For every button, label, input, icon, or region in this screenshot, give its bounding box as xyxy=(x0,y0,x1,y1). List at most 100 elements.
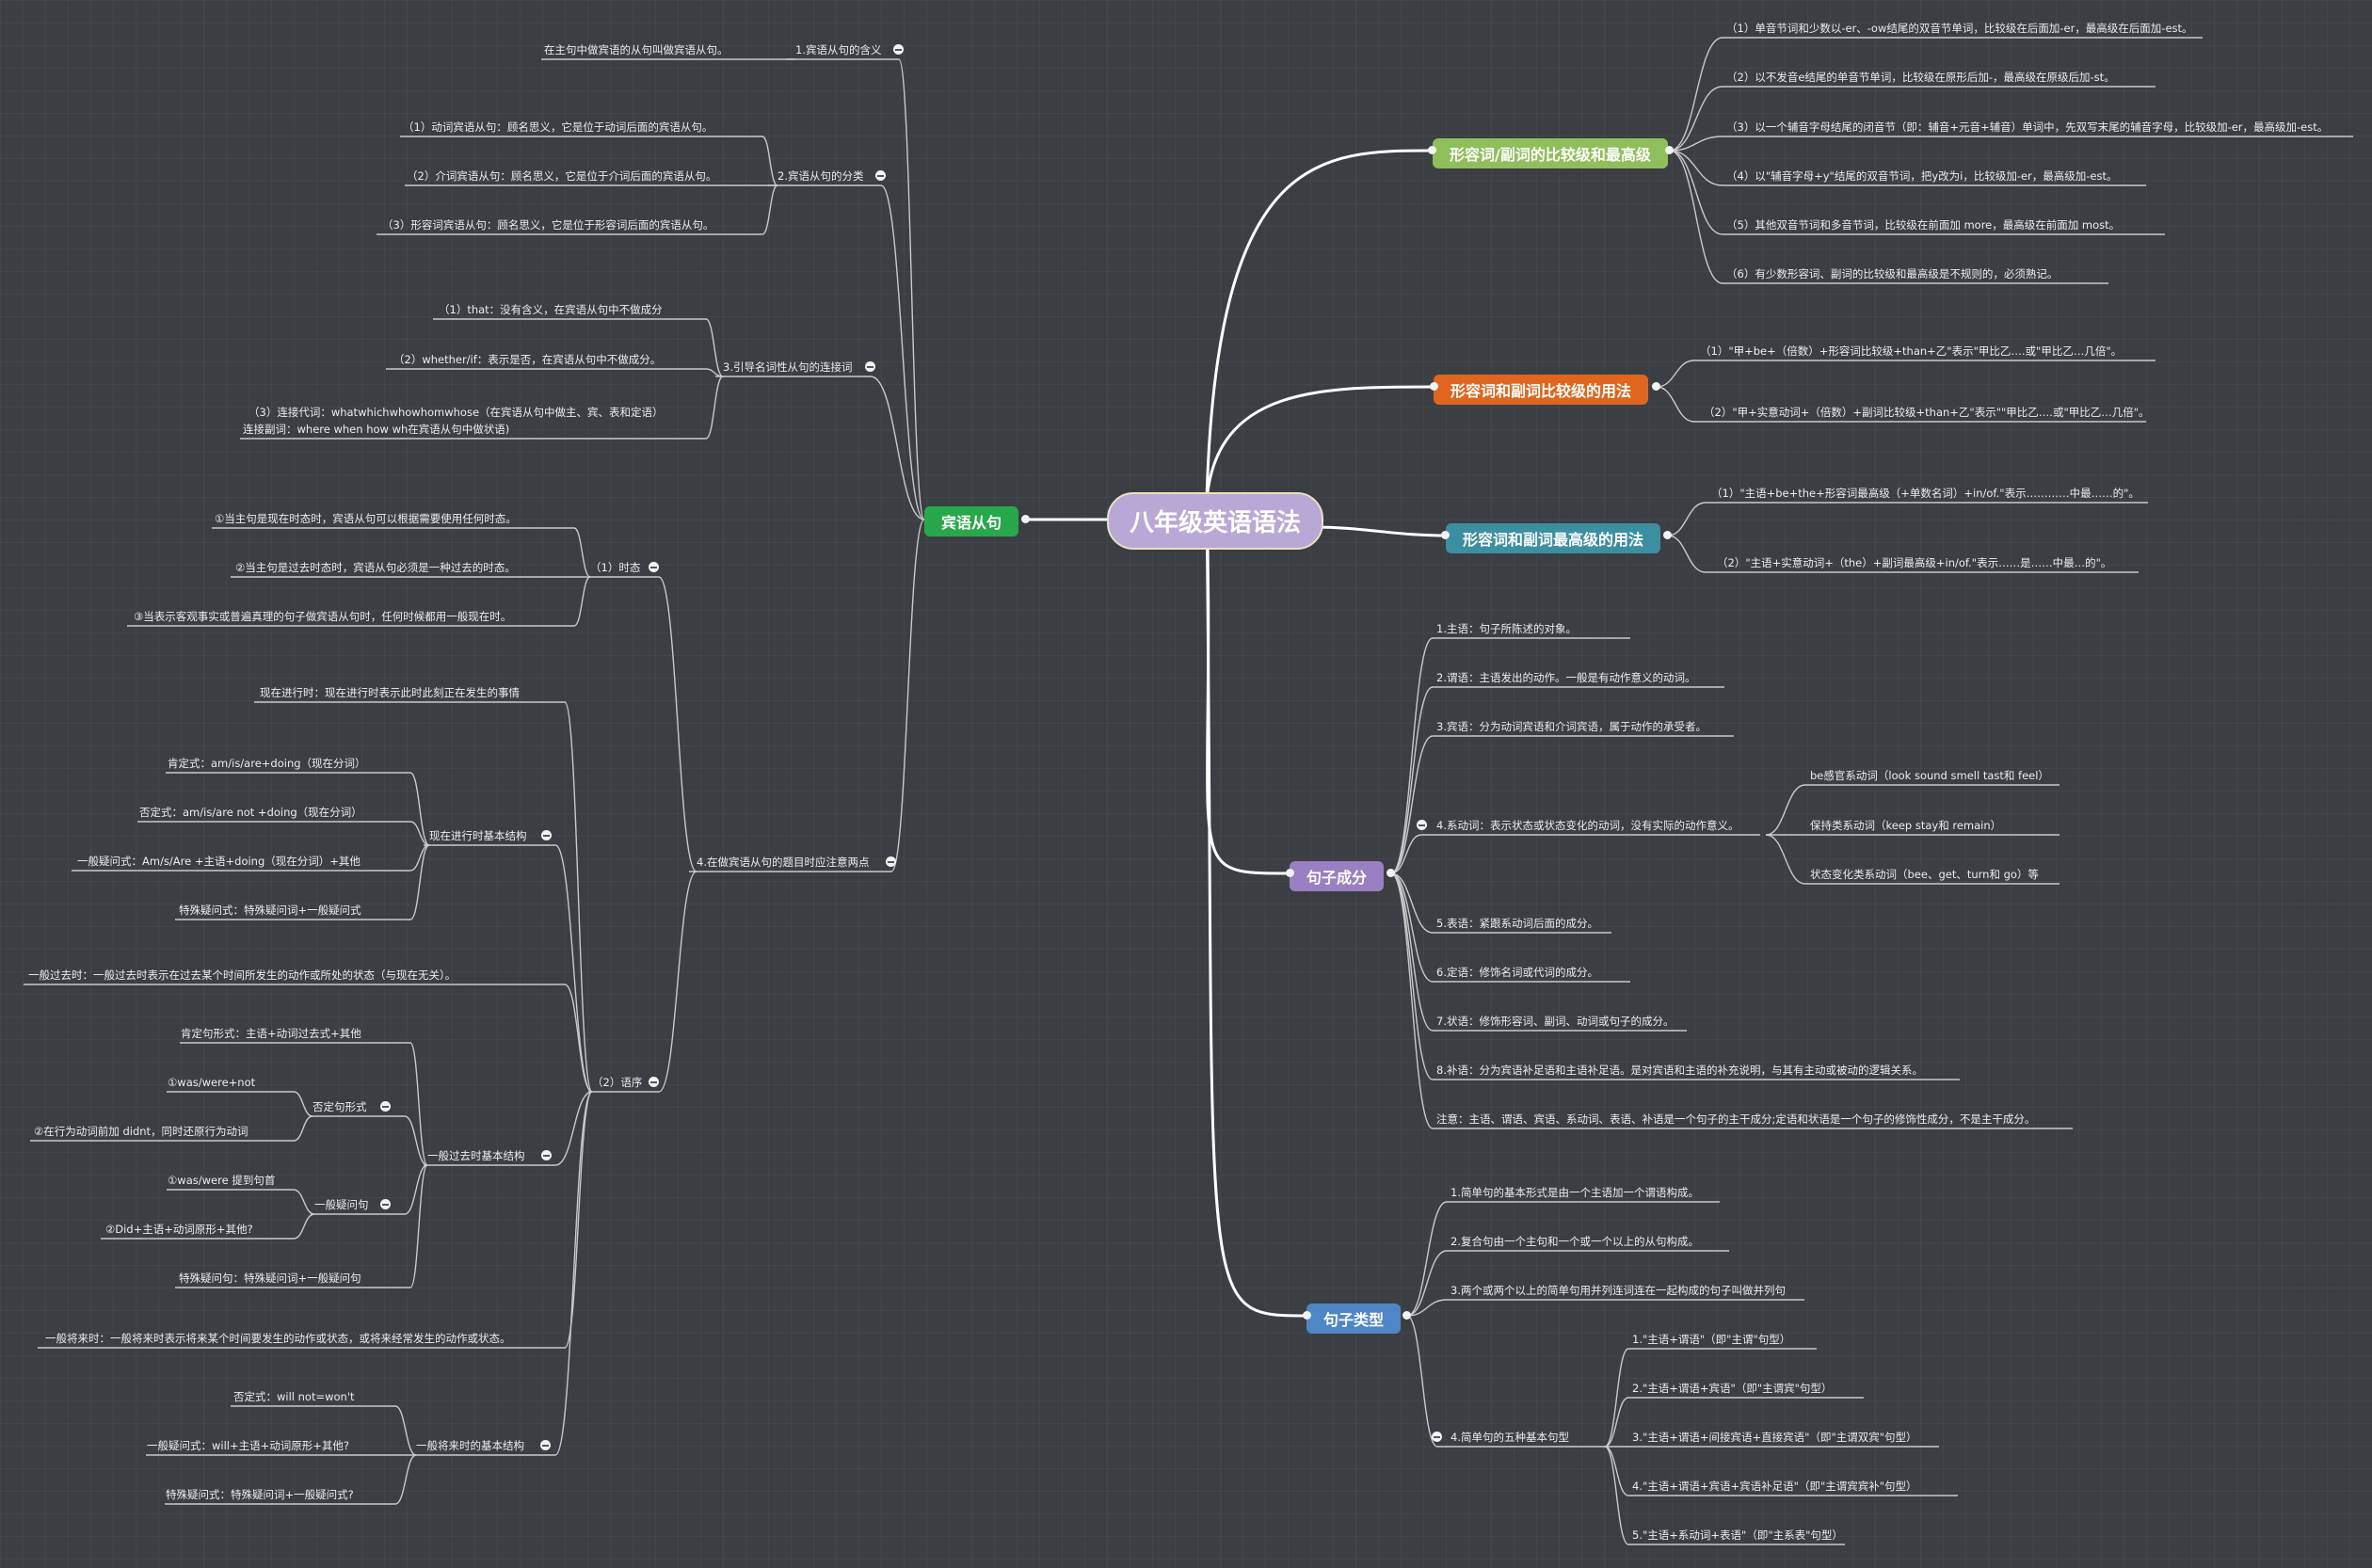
collapse-toggle-icon[interactable] xyxy=(1432,1432,1442,1442)
pp-structure-title[interactable]: 现在进行时基本结构 xyxy=(429,829,527,842)
link-tense-0 xyxy=(212,527,591,578)
oc-class-adj[interactable]: （3）形容词宾语从句：顾名思义，它是位于形容词后面的宾语从句。 xyxy=(382,218,714,232)
ps-structure-title[interactable]: 一般过去时基本结构 xyxy=(427,1149,525,1162)
type-complex[interactable]: 2.复合句由一个主句和一个或一个以上的从句构成。 xyxy=(1450,1235,1699,1248)
root-topic[interactable]: 八年级英语语法 xyxy=(1107,492,1324,550)
oc-conj-whether[interactable]: （2）whether/if：表示是否，在宾语从句中不做成分。 xyxy=(393,353,662,366)
ps-negative-2[interactable]: ②在行为动词前加 didnt，同时还原行为动词 xyxy=(34,1125,248,1138)
component-object[interactable]: 3.宾语：分为动词宾语和介词宾语，属于动作的承受者。 xyxy=(1436,720,1707,733)
oc-conj-pronoun[interactable]: （3）连接代词：whatwhichwhowhomwhose（在宾语从句中做主、宾… xyxy=(248,406,664,419)
component-predicative[interactable]: 5.表语：紧跟系动词后面的成分。 xyxy=(1436,917,1598,930)
branch-comparative[interactable]: 形容词/副词的比较级和最高级 xyxy=(1433,138,1668,168)
oc-meaning-title[interactable]: 1.宾语从句的含义 xyxy=(795,43,882,56)
collapse-toggle-icon[interactable] xyxy=(886,856,896,867)
collapse-toggle-icon[interactable] xyxy=(875,170,886,181)
ps-affirmative[interactable]: 肯定句形式：主语+动词过去式+其他 xyxy=(181,1027,361,1040)
pattern-3[interactable]: 3."主语+谓语+间接宾语+直接宾语"（即"主谓双宾"句型） xyxy=(1632,1431,1917,1444)
component-predicate[interactable]: 2.谓语：主语发出的动作。一般是有动作意义的动词。 xyxy=(1436,671,1696,684)
pp-affirmative[interactable]: 肯定式：am/is/are+doing（现在分词） xyxy=(168,757,366,770)
linking-verb-sense[interactable]: be感官系动词（look sound smell tast和 feel） xyxy=(1810,769,2049,782)
fs-structure-title[interactable]: 一般将来时的基本结构 xyxy=(416,1439,524,1452)
oc-conj-adverb[interactable]: 连接副词：where when how wh在宾语从句中做状语) xyxy=(243,423,510,436)
fs-definition[interactable]: 一般将来时：一般将来时表示将来某个时间要发生的动作或状态，或将来经常发生的动作或… xyxy=(45,1332,511,1345)
pattern-1[interactable]: 1."主语+谓语"（即"主谓"句型） xyxy=(1632,1333,1791,1346)
oc-order-title[interactable]: （2）语序 xyxy=(592,1076,643,1089)
link-notes-tense xyxy=(588,576,697,872)
ps-question-title[interactable]: 一般疑问句 xyxy=(314,1198,369,1211)
ps-special[interactable]: 特殊疑问句：特殊疑问词+一般疑问句 xyxy=(179,1272,361,1285)
type-five-patterns[interactable]: 4.简单句的五种基本句型 xyxy=(1450,1431,1569,1444)
pattern-2[interactable]: 2."主语+谓语+宾语"（即"主谓宾"句型） xyxy=(1632,1382,1833,1395)
type-simple[interactable]: 1.简单句的基本形式是由一个主语加一个谓语构成。 xyxy=(1450,1186,1699,1199)
fs-general-question[interactable]: 一般疑问式：will+主语+动词原形+其他? xyxy=(147,1439,349,1452)
branch-object-clause[interactable]: 宾语从句 xyxy=(924,506,1019,536)
collapse-toggle-icon[interactable] xyxy=(1417,820,1427,830)
link-pp-0 xyxy=(166,772,430,846)
oc-class-title[interactable]: 2.宾语从句的分类 xyxy=(777,169,864,183)
comparative-rule-3[interactable]: （3）以一个辅音字母结尾的闭音节（即：辅音+元音+辅音）单词中，先双写末尾的辅音… xyxy=(1726,120,2329,134)
link-type-1 xyxy=(1406,1250,1729,1317)
component-note[interactable]: 注意：主语、谓语、宾语、系动词、表语、补语是一个句子的主干成分;定语和状语是一个… xyxy=(1436,1112,2036,1126)
comparative-rule-4[interactable]: （4）以"辅音字母+y"结尾的双音节词，把y改为i，比较级加-er，最高级加-e… xyxy=(1726,169,2118,183)
linking-verb-keep[interactable]: 保持类系动词（keep stay和 remain） xyxy=(1810,819,2002,832)
ps-definition[interactable]: 一般过去时：一般过去时表示在过去某个时间所发生的动作或所处的状态（与现在无关）。 xyxy=(28,968,457,982)
collapse-toggle-icon[interactable] xyxy=(541,830,552,840)
comparative-rule-5[interactable]: （5）其他双音节词和多音节词，比较级在前面加 more，最高级在前面加 most… xyxy=(1726,218,2121,232)
pp-special-question[interactable]: 特殊疑问式：特殊疑问词+一般疑问式 xyxy=(179,904,361,917)
comparative-rule-2[interactable]: （2）以不发音e结尾的单音节单词，比较级在原形后加-，最高级在原级后加-st。 xyxy=(1726,71,2115,84)
oc-tense-past[interactable]: ②当主句是过去时态时，宾语从句必须是一种过去的时态。 xyxy=(235,561,516,574)
pp-general-question[interactable]: 一般疑问式：Am/s/Are +主语+doing（现在分词）+其他 xyxy=(77,855,361,868)
collapse-toggle-icon[interactable] xyxy=(865,361,875,372)
comparative-rule-1[interactable]: （1）单音节词和少数以-er、-ow结尾的双音节单词，比较级在后面加-er，最高… xyxy=(1726,22,2193,35)
oc-class-verb[interactable]: （1）动词宾语从句：顾名思义，它是位于动词后面的宾语从句。 xyxy=(403,120,713,134)
branch-superlative-usage[interactable]: 形容词和副词最高级的用法 xyxy=(1446,523,1661,553)
collapse-toggle-icon[interactable] xyxy=(380,1199,391,1209)
comparative-usage-2[interactable]: （2）"甲+实意动词+（倍数）+副词比较级+than+乙"表示""甲比乙….或"… xyxy=(1704,406,2150,419)
ps-negative-1[interactable]: ①was/were+not xyxy=(168,1076,256,1089)
oc-tense-truth[interactable]: ③当表示客观事实或普遍真理的句子做宾语从句时，任何时候都用一般现在时。 xyxy=(134,610,512,623)
oc-tense-present[interactable]: ①当主句是现在时态时，宾语从句可以根据需要使用任何时态。 xyxy=(215,512,517,525)
collapse-toggle-icon[interactable] xyxy=(649,562,659,572)
collapse-toggle-icon[interactable] xyxy=(541,1150,552,1160)
component-subject[interactable]: 1.主语：句子所陈述的对象。 xyxy=(1436,622,1577,635)
linking-verb-change[interactable]: 状态变化类系动词（bee、get、turn和 go）等 xyxy=(1810,868,2039,881)
branch-sentence-types[interactable]: 句子类型 xyxy=(1306,1304,1402,1334)
link-oc-conj-0 xyxy=(433,318,724,377)
link-oc-class-2 xyxy=(377,184,778,235)
ps-negative-title[interactable]: 否定句形式 xyxy=(313,1100,367,1113)
component-adverbial[interactable]: 7.状语：修饰形容词、副词、动词或句子的成分。 xyxy=(1436,1015,1675,1028)
collapse-toggle-icon[interactable] xyxy=(893,44,904,55)
collapse-toggle-icon[interactable] xyxy=(649,1077,659,1087)
fs-special-question[interactable]: 特殊疑问式：特殊疑问词+一般疑问式? xyxy=(166,1488,354,1501)
oc-meaning-item[interactable]: 在主句中做宾语的从句叫做宾语从句。 xyxy=(544,43,729,56)
main-link-comparative-usage xyxy=(1205,385,1434,502)
pattern-5[interactable]: 5."主语+系动词+表语"（即"主系表"句型） xyxy=(1632,1528,1843,1542)
superlative-usage-1[interactable]: （1）"主语+be+the+形容词最高级（+单数名词）+in/of."表示………… xyxy=(1711,487,2140,500)
link-order-fsdef xyxy=(38,1091,593,1349)
component-linking-verb[interactable]: 4.系动词：表示状态或状态变化的动词，没有实际的动作意义。 xyxy=(1436,819,1739,832)
component-attribute[interactable]: 6.定语：修饰名词或代词的成分。 xyxy=(1436,966,1598,979)
pp-definition[interactable]: 现在进行时：现在进行时表示此时此刻正在发生的事情 xyxy=(260,686,520,699)
branch-sentence-components[interactable]: 句子成分 xyxy=(1290,861,1385,891)
comparative-rule-6[interactable]: （6）有少数形容词、副词的比较级和最高级是不规则的，必须熟记。 xyxy=(1726,267,2059,280)
link-superlative-1 xyxy=(1667,535,2139,573)
collapse-toggle-icon[interactable] xyxy=(380,1101,391,1112)
type-compound[interactable]: 3.两个或两个以上的简单句用并列连词连在一起构成的句子叫做并列句 xyxy=(1450,1284,1786,1297)
ps-question-2[interactable]: ②Did+主语+动词原形+其他? xyxy=(105,1223,253,1236)
branch-comparative-usage[interactable]: 形容词和副词比较级的用法 xyxy=(1434,375,1649,405)
oc-conj-title[interactable]: 3.引导名词性从句的连接词 xyxy=(723,360,853,374)
oc-conj-that[interactable]: （1）that：没有含义，在宾语从句中不做成分 xyxy=(439,303,663,316)
component-complement[interactable]: 8.补语：分为宾语补足语和主语补足语。是对宾语和主语的补充说明，与其有主动或被动… xyxy=(1436,1064,1923,1077)
superlative-usage-2[interactable]: （2）"主语+实意动词+（the）+副词最高级+in/of."表示……是……中最… xyxy=(1717,556,2112,569)
pattern-4[interactable]: 4."主语+谓语+宾语+宾语补足语"（即"主谓宾宾补"句型） xyxy=(1632,1480,1917,1493)
link-component-4 xyxy=(1390,872,1630,983)
comparative-usage-1[interactable]: （1）"甲+be+（倍数）+形容词比较级+than+乙"表示"甲比乙….或"甲比… xyxy=(1700,344,2123,358)
oc-tense-title[interactable]: （1）时态 xyxy=(590,561,641,574)
oc-class-prep[interactable]: （2）介词宾语从句：顾名思义，它是位于介词后面的宾语从句。 xyxy=(407,169,717,183)
oc-notes-title[interactable]: 4.在做宾语从句的题目时应注意两点 xyxy=(697,856,870,869)
fs-negative[interactable]: 否定式：will not=won't xyxy=(233,1390,355,1403)
pp-negative[interactable]: 否定式：am/is/are not +doing（现在分词） xyxy=(139,806,362,819)
link-type-patterns xyxy=(1406,1315,1607,1448)
collapse-toggle-icon[interactable] xyxy=(540,1440,551,1450)
ps-question-1[interactable]: ①was/were 提到句首 xyxy=(168,1174,276,1187)
